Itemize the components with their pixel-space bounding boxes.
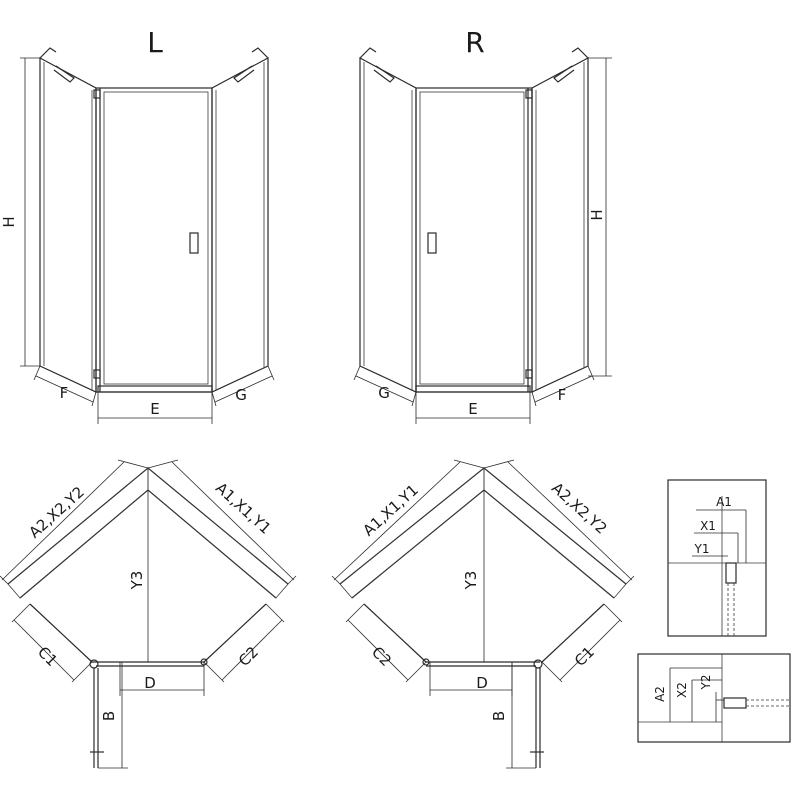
dim-c1-left: C1 (34, 643, 61, 670)
dim-a2x2y2-left: A2,X2,Y2 (25, 483, 87, 542)
right-side-panel (211, 56, 269, 393)
dim-a2x2y2-right: A2,X2,Y2 (548, 479, 610, 538)
left-side-panel (39, 56, 97, 393)
left-side-panel-r (359, 56, 417, 393)
right-side-panel-r (531, 56, 589, 393)
dim-f-right: F (558, 386, 567, 404)
dim-e-right: E (468, 400, 477, 418)
dim-b-left: B (100, 711, 118, 721)
detail-box-bottom: A2 X2 Y2 (637, 653, 791, 743)
dim-y3-right: Y3 (462, 571, 480, 591)
dim-f-left: F (60, 384, 69, 402)
detail-x2: X2 (675, 682, 689, 698)
door-handle (189, 232, 199, 254)
dim-c1-right: C1 (571, 643, 598, 670)
door-panel (95, 87, 213, 393)
dim-g-right: G (378, 384, 390, 402)
dim-b-right: B (490, 711, 508, 721)
detail-box-top: A1 X1 Y1 (667, 479, 767, 637)
dim-d-left: D (144, 674, 156, 692)
plan-right: Y3 A1,X1,Y1 A2,X2,Y2 C2 C1 D B (331, 459, 635, 769)
dim-h-left: H (0, 216, 18, 227)
dim-g-left: G (235, 386, 247, 404)
plan-left: Y3 A2,X2,Y2 A1,X1,Y1 C1 C2 D B (0, 459, 297, 769)
dim-y3-left: Y3 (128, 571, 146, 591)
detail-a1: A1 (716, 495, 732, 509)
title-left: L (147, 26, 163, 59)
elevation-left: L H F E (0, 26, 275, 424)
dim-e-left: E (150, 400, 159, 418)
detail-y2: Y2 (699, 675, 713, 691)
dim-c2-left: C2 (235, 643, 262, 670)
detail-x1: X1 (700, 519, 716, 533)
detail-a2: A2 (653, 686, 667, 702)
door-handle-r (427, 232, 437, 254)
detail-y1: Y1 (694, 542, 710, 556)
elevation-right: R H G E F (353, 26, 612, 424)
title-right: R (465, 26, 484, 59)
dim-d-right: D (476, 674, 488, 692)
dim-a1x1y1-right: A1,X1,Y1 (359, 481, 421, 540)
door-panel-r (415, 87, 533, 393)
dim-c2-right: C2 (368, 643, 395, 670)
dim-h-right: H (588, 209, 606, 220)
